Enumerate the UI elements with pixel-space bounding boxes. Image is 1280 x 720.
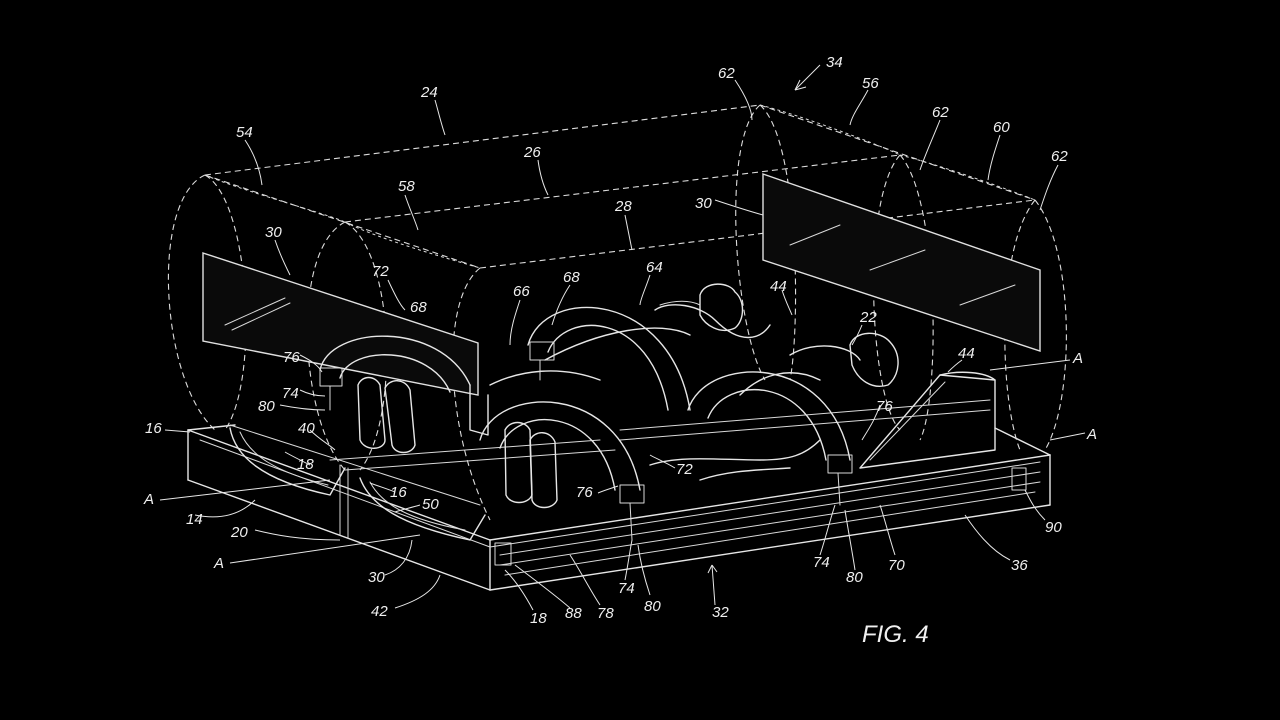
right-window [762,173,1041,352]
occupant-rear [489,283,771,386]
ref-label-A: A [213,555,224,572]
ref-label-76: 76 [876,398,893,415]
ref-label-30: 30 [265,224,282,241]
ref-label-26: 26 [523,144,541,161]
ref-label-50: 50 [422,496,439,513]
ref-label-62: 62 [718,65,735,82]
ref-label-70: 70 [888,557,905,574]
ref-label-74: 74 [813,554,830,571]
seat-wedge [859,371,996,469]
ref-label-80: 80 [258,398,275,415]
ref-label-16: 16 [145,420,162,437]
ref-label-34: 34 [826,54,843,71]
ref-label-A: A [1086,426,1097,443]
ref-label-88: 88 [565,605,582,622]
ref-label-20: 20 [230,524,248,541]
ref-label-80: 80 [846,569,863,586]
ref-label-80: 80 [644,598,661,615]
reference-labels: 34 62 56 62 60 62 24 54 26 58 28 30 30 6… [143,54,1097,627]
ref-label-A: A [1072,350,1083,367]
ref-label-90: 90 [1045,519,1062,536]
ref-label-22: 22 [859,309,877,326]
ref-label-72: 72 [372,263,389,280]
ref-label-74: 74 [282,385,299,402]
ref-label-56: 56 [862,75,879,92]
vehicle-base [187,399,1051,591]
ref-label-28: 28 [614,198,632,215]
ref-label-32: 32 [712,604,729,621]
ref-label-A: A [143,491,154,508]
canopy-outline [167,104,1067,521]
ref-label-62: 62 [932,104,949,121]
ref-label-18: 18 [530,610,547,627]
ref-label-74: 74 [618,580,635,597]
ref-label-18: 18 [297,456,314,473]
ref-label-76: 76 [283,349,300,366]
occupant-front [649,332,899,481]
ref-label-64: 64 [646,259,663,276]
ref-label-30: 30 [368,569,385,586]
restraint-arch-left-rear [319,335,489,436]
ref-label-72: 72 [676,461,693,478]
figure-caption: FIG. 4 [862,621,929,648]
restraint-arch-left-front [479,401,645,541]
ref-label-54: 54 [236,124,253,141]
ref-label-44: 44 [770,278,787,295]
leader-lines [159,64,1086,611]
ref-label-16: 16 [390,484,407,501]
ref-label-44: 44 [958,345,975,362]
ref-label-42: 42 [371,603,388,620]
ref-label-68: 68 [563,269,580,286]
ref-label-24: 24 [420,84,438,101]
ref-label-66: 66 [513,283,530,300]
ref-label-62: 62 [1051,148,1068,165]
left-window [202,252,479,396]
ref-label-78: 78 [597,605,614,622]
ref-label-14: 14 [186,511,203,528]
ref-label-68: 68 [410,299,427,316]
restraint-arch-right-front [687,371,853,506]
restraint-arch-right-rear [527,306,691,411]
occupant-legs [357,376,558,509]
ref-label-30: 30 [695,195,712,212]
ref-label-76: 76 [576,484,593,501]
ref-label-58: 58 [398,178,415,195]
ref-label-36: 36 [1011,557,1028,574]
ref-label-60: 60 [993,119,1010,136]
ref-label-40: 40 [298,420,315,437]
